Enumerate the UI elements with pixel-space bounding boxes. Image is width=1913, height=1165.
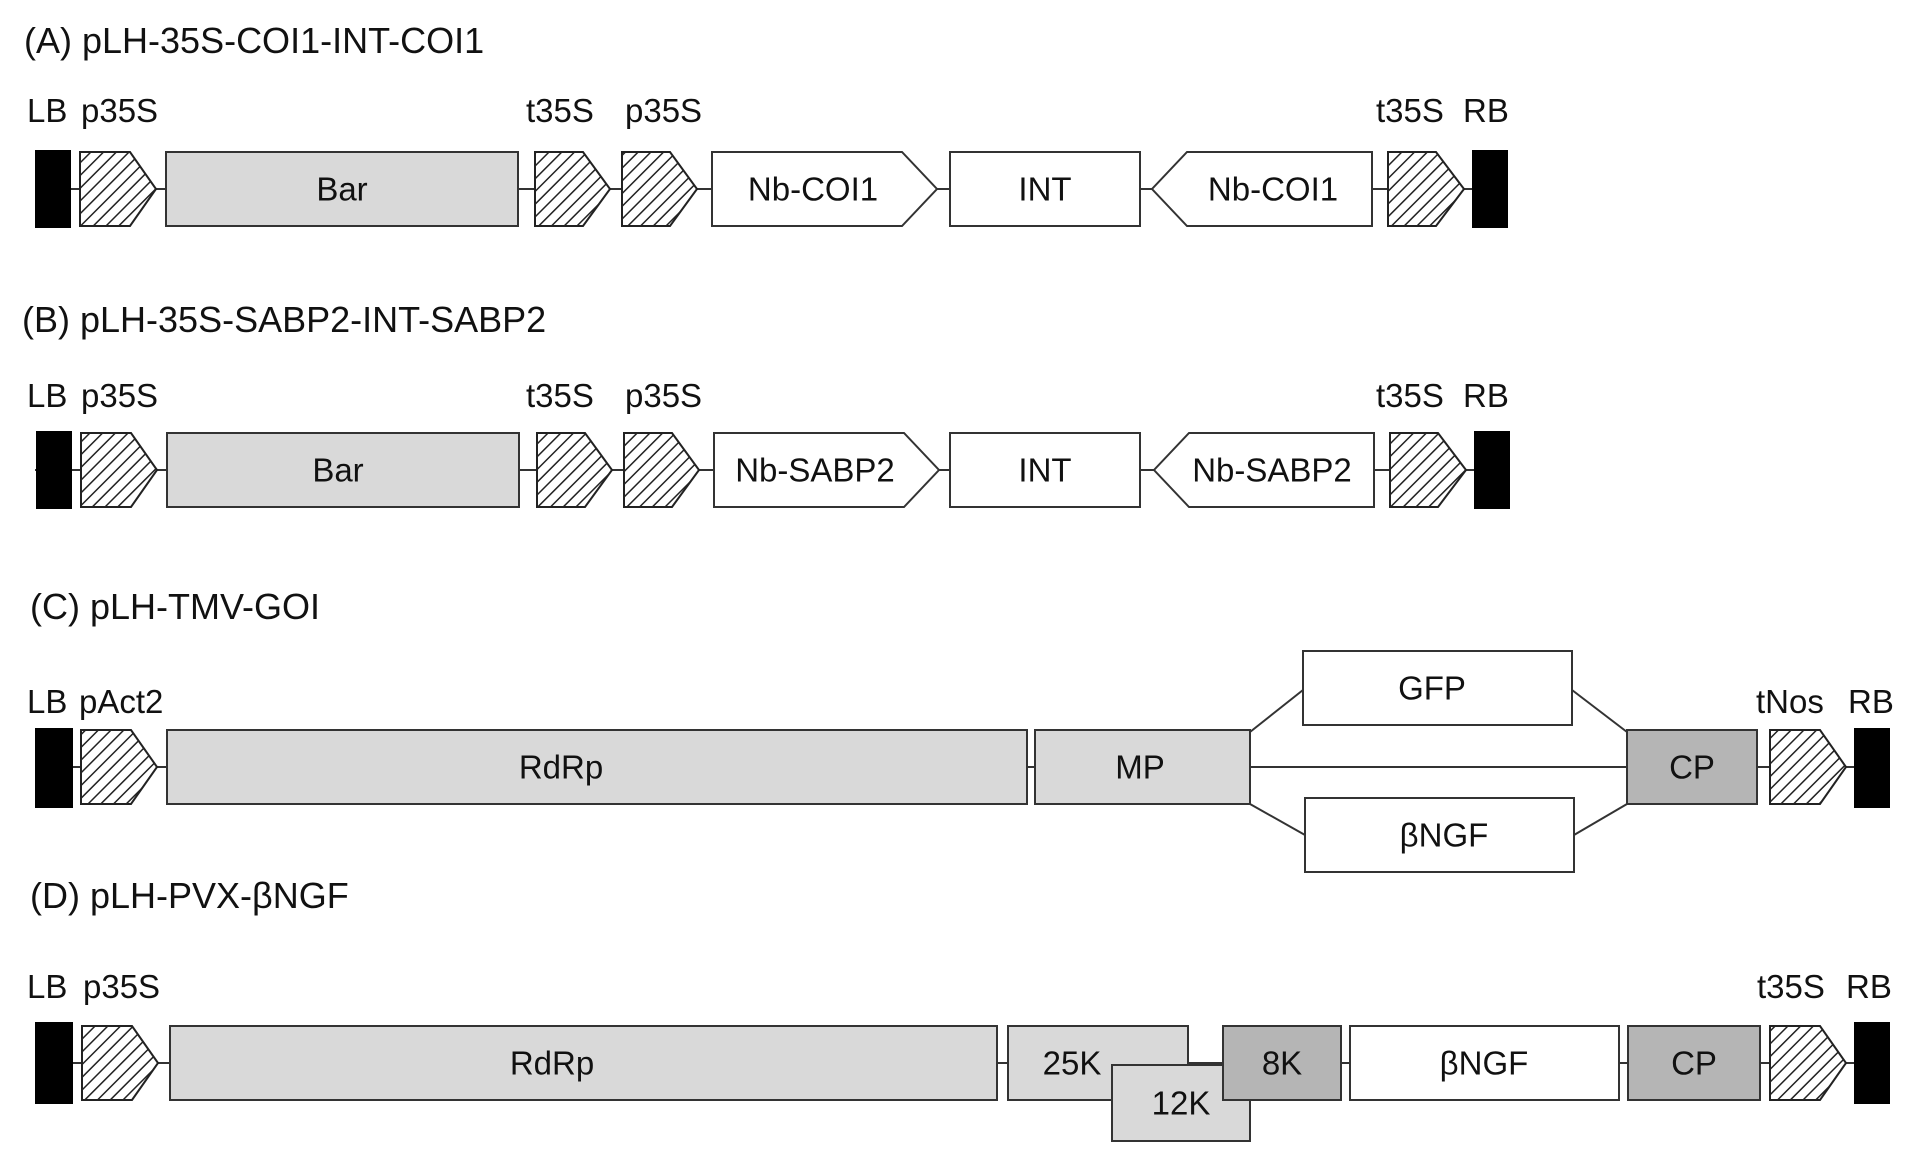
terminator-arrow: [1389, 432, 1468, 508]
t35s-label: t35S: [526, 377, 594, 414]
branch-line: [1249, 803, 1306, 836]
gfp-gene-label: GFP: [1398, 670, 1466, 707]
8k-gene-label: 8K: [1262, 1045, 1302, 1082]
bngf-gene-box: [1349, 1025, 1620, 1101]
t35s-label: t35S: [1376, 377, 1444, 414]
bngf-gene-label: βNGF: [1400, 817, 1489, 854]
intron-box: [949, 151, 1141, 227]
terminator-arrow: [536, 432, 614, 508]
bar-gene-box: [165, 151, 519, 227]
left-border-block: [35, 728, 73, 808]
rb-label: RB: [1848, 683, 1894, 720]
bar-gene-label: Bar: [312, 452, 363, 489]
nb-reverse-arrow: [1150, 151, 1373, 227]
gfp-gene-box: [1302, 650, 1573, 726]
cp-gene-label: CP: [1671, 1045, 1717, 1082]
panel-b: (B) pLH-35S-SABP2-INT-SABP2 LB p35S t35S…: [22, 299, 1510, 509]
pact2-label: pAct2: [79, 683, 163, 720]
rb-label: RB: [1463, 377, 1509, 414]
t35s-label: t35S: [526, 92, 594, 129]
right-border-block: [1474, 431, 1510, 509]
promoter-arrow: [621, 151, 699, 227]
12k-gene-label: 12K: [1152, 1085, 1211, 1122]
nb-forward-label: Nb-SABP2: [735, 452, 895, 489]
panel-a-title: (A) pLH-35S-COI1-INT-COI1: [24, 20, 484, 61]
promoter-arrow: [623, 432, 701, 508]
nb-reverse-arrow: [1152, 432, 1375, 508]
promoter-arrow: [81, 1025, 160, 1101]
panel-a: (A) pLH-35S-COI1-INT-COI1 LB p35S t35S p…: [24, 20, 1509, 228]
rdrp-gene-label: RdRp: [519, 749, 603, 786]
bar-gene-box: [166, 432, 520, 508]
nb-reverse-label: Nb-COI1: [1208, 171, 1338, 208]
branch-line: [1571, 689, 1628, 733]
promoter-arrow: [80, 432, 159, 508]
panel-d-title: (D) pLH-PVX-βNGF: [30, 875, 349, 916]
bngf-gene-box: [1304, 797, 1575, 873]
right-border-block: [1472, 150, 1508, 228]
nb-forward-arrow: [711, 151, 939, 227]
right-border-block: [1854, 1022, 1890, 1104]
nb-forward-arrow: [713, 432, 941, 508]
cp-gene-label: CP: [1669, 749, 1715, 786]
p35s-label: p35S: [81, 377, 158, 414]
rdrp-gene-label: RdRp: [510, 1045, 594, 1082]
panel-b-title: (B) pLH-35S-SABP2-INT-SABP2: [22, 299, 546, 340]
bar-gene-label: Bar: [316, 171, 367, 208]
8k-gene-box: [1222, 1025, 1342, 1101]
panel-c: (C) pLH-TMV-GOI LB pAct2 tNos RB RdRp MP…: [27, 586, 1894, 873]
p35s-label: p35S: [625, 92, 702, 129]
intron-box: [949, 432, 1141, 508]
cp-gene-box: [1626, 729, 1758, 805]
rb-label: RB: [1846, 968, 1892, 1005]
t35s-label: t35S: [1757, 968, 1825, 1005]
intron-label: INT: [1018, 171, 1071, 208]
intron-label: INT: [1018, 452, 1071, 489]
right-border-block: [1854, 728, 1890, 808]
nb-reverse-label: Nb-SABP2: [1192, 452, 1352, 489]
cp-gene-box: [1627, 1025, 1761, 1101]
promoter-arrow: [79, 151, 158, 227]
left-border-block: [36, 431, 72, 509]
terminator-arrow: [534, 151, 612, 227]
p35s-label: p35S: [81, 92, 158, 129]
terminator-arrow: [1769, 729, 1848, 805]
lb-label: LB: [27, 968, 67, 1005]
terminator-arrow: [1769, 1025, 1848, 1101]
nb-forward-label: Nb-COI1: [748, 171, 878, 208]
p35s-label: p35S: [625, 377, 702, 414]
t35s-label: t35S: [1376, 92, 1444, 129]
p35s-label: p35S: [83, 968, 160, 1005]
branch-line: [1573, 803, 1628, 836]
panel-c-title: (C) pLH-TMV-GOI: [30, 586, 320, 627]
promoter-arrow: [80, 729, 159, 805]
rdrp-gene-box: [166, 729, 1028, 805]
rdrp-gene-box: [169, 1025, 998, 1101]
left-border-block: [35, 1022, 73, 1104]
terminator-arrow: [1387, 151, 1466, 227]
mp-gene-label: MP: [1115, 749, 1165, 786]
lb-label: LB: [27, 92, 67, 129]
bngf-gene-label: βNGF: [1440, 1045, 1529, 1082]
mp-gene-box: [1034, 729, 1251, 805]
left-border-block: [35, 150, 71, 228]
branch-line: [1249, 689, 1304, 733]
lb-label: LB: [27, 683, 67, 720]
25k-gene-label: 25K: [1043, 1045, 1102, 1082]
rb-label: RB: [1463, 92, 1509, 129]
panel-d: (D) pLH-PVX-βNGF LB p35S t35S RB RdRp 25…: [27, 875, 1892, 1142]
lb-label: LB: [27, 377, 67, 414]
tnos-label: tNos: [1756, 683, 1824, 720]
